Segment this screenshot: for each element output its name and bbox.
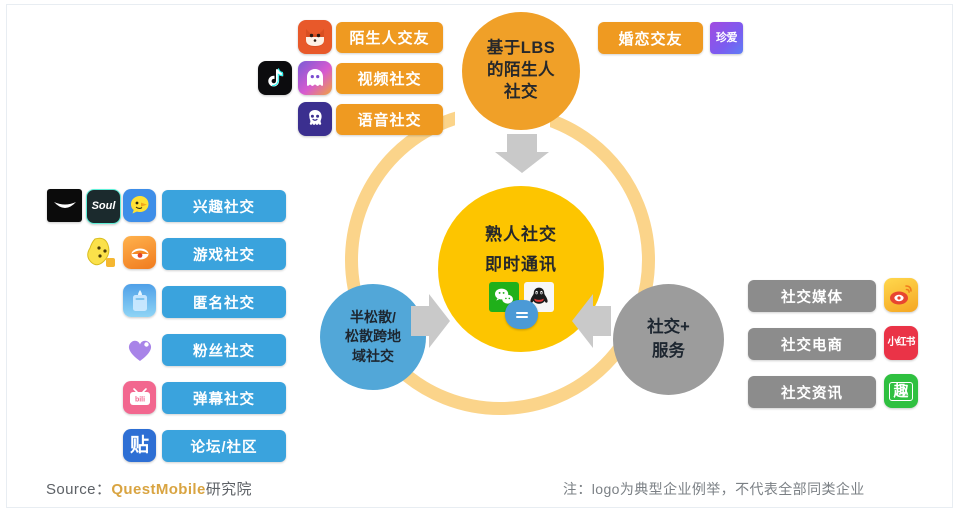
yuyin-octopus-icon: [298, 102, 332, 136]
pill-label: 陌生人交友: [349, 30, 430, 47]
source-brand: QuestMobile: [111, 481, 206, 498]
pill-label: 游戏社交: [193, 247, 255, 264]
weibo-icon: [884, 278, 918, 312]
pill-label: 兴趣社交: [193, 199, 255, 216]
zhihu-dark-icon: [47, 189, 82, 222]
circle-lbs-line1: 基于LBS: [486, 39, 556, 58]
pill-label: 婚恋交友: [618, 30, 683, 48]
pill-danmu-social[interactable]: 弹幕社交: [162, 382, 286, 414]
pill-fan-social[interactable]: 粉丝社交: [162, 334, 286, 366]
pill-label: 社交电商: [781, 337, 843, 354]
pill-label: 社交资讯: [781, 385, 843, 402]
pill-interest-social[interactable]: 兴趣社交: [162, 190, 286, 222]
pill-label: 视频社交: [357, 71, 422, 88]
pill-marriage-dating[interactable]: 婚恋交友: [598, 22, 703, 54]
circle-center-line1: 熟人社交: [485, 225, 557, 245]
xiaohongshu-icon: 小红书: [884, 326, 918, 360]
momo-fox-icon: [298, 20, 332, 54]
pill-stranger-dating[interactable]: 陌生人交友: [336, 22, 443, 53]
circle-gray-line1: 社交+: [647, 317, 690, 336]
source-suffix: 研究院: [205, 481, 252, 498]
circle-lbs-line3: 社交: [504, 82, 538, 101]
douyin-tiktok-icon: [258, 61, 292, 95]
bilibili-icon: bili: [123, 381, 156, 414]
tieba-icon: 贴: [123, 429, 156, 462]
purple-heart-icon: [123, 333, 156, 366]
circle-gray-line2: 服务: [652, 341, 685, 360]
pill-label: 匿名社交: [193, 295, 255, 312]
circle-semi-loose[interactable]: 半松散/ 松散跨地 域社交: [320, 284, 426, 390]
pill-label: 论坛/社区: [190, 439, 258, 456]
pill-video-social[interactable]: 视频社交: [336, 63, 443, 94]
circle-social-service[interactable]: 社交+ 服务: [613, 284, 724, 395]
pill-forum-community[interactable]: 论坛/社区: [162, 430, 286, 462]
pill-game-social[interactable]: 游戏社交: [162, 238, 286, 270]
footnote: 注：logo为典型企业例举，不代表全部同类企业: [563, 481, 865, 497]
pill-label: 弹幕社交: [193, 391, 255, 408]
circle-blue-line2: 松散跨地: [345, 328, 401, 345]
source-prefix: Source：: [46, 481, 112, 498]
circle-lbs[interactable]: 基于LBS 的陌生人 社交: [462, 12, 580, 130]
zhenai-icon-label: 珍爱: [716, 31, 738, 44]
chat-bubble-icon: [505, 300, 538, 329]
arrow-left-icon: [571, 292, 613, 350]
pill-anonymous-social[interactable]: 匿名社交: [162, 286, 286, 318]
svg-text:bili: bili: [134, 396, 144, 403]
pill-social-news[interactable]: 社交资讯: [748, 376, 876, 408]
pill-label: 社交媒体: [781, 289, 843, 306]
circle-center-line2: 即时通讯: [485, 255, 557, 274]
yellow-pea-icon: [84, 234, 120, 270]
tantan-ghost-icon: [298, 61, 332, 95]
page-frame: [6, 4, 953, 508]
pill-voice-social[interactable]: 语音社交: [336, 104, 443, 135]
qutoutiao-icon: 趣: [884, 374, 918, 408]
orange-eye-icon: [123, 236, 156, 269]
pill-label: 粉丝社交: [193, 343, 255, 360]
arrow-down-icon: [493, 134, 551, 174]
pill-label: 语音社交: [357, 112, 422, 129]
anonymous-blue-icon: [123, 284, 156, 317]
yellow-bird-icon: [123, 189, 156, 222]
source-line: Source：QuestMobile研究院: [46, 478, 252, 499]
soul-icon: Soul: [86, 189, 121, 224]
circle-blue-line3: 域社交: [352, 347, 394, 364]
pill-social-ecommerce[interactable]: 社交电商: [748, 328, 876, 360]
circle-blue-line1: 半松散/: [350, 308, 396, 325]
circle-lbs-line2: 的陌生人: [487, 61, 555, 80]
zhenai-icon: 珍爱: [710, 22, 743, 54]
pill-social-media[interactable]: 社交媒体: [748, 280, 876, 312]
arrow-right-icon: [409, 292, 451, 350]
